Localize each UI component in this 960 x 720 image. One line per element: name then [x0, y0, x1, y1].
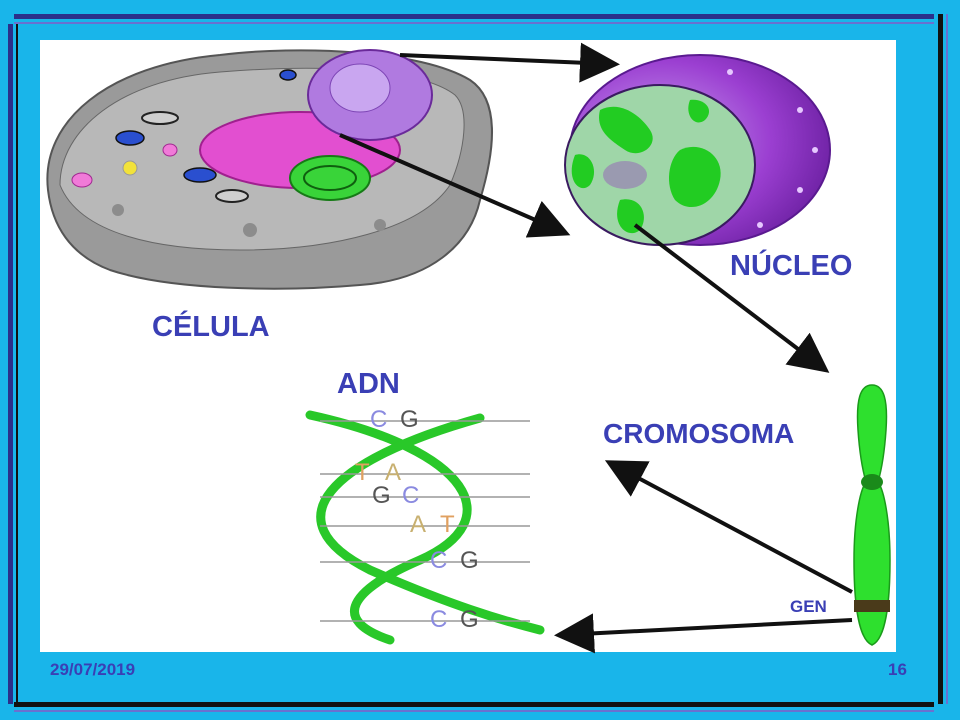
dna-base-left-6: C — [430, 606, 447, 633]
chromosome-body — [853, 384, 891, 646]
footer-page-number: 16 — [888, 660, 907, 679]
chromosome-illustration — [853, 384, 891, 646]
dna-base-left-2: T — [355, 459, 370, 486]
lysosome-1 — [71, 172, 93, 188]
mitochondrion-1 — [115, 130, 145, 146]
centriole — [122, 160, 138, 176]
dna-base-right-3: C — [402, 482, 419, 509]
arrow-cell-to-nucleus-top — [399, 42, 620, 83]
chromatin-3 — [571, 154, 595, 189]
frame-bottom-line-2 — [14, 710, 934, 712]
arrow-nucleus-to-chromosome — [633, 223, 830, 373]
nuclear-pore-2 — [812, 147, 818, 153]
dna-base-left-1: C — [370, 406, 387, 433]
label-chromosome: CROMOSOMA — [603, 418, 794, 449]
frame-right-line-2 — [946, 14, 948, 704]
dna-base-right-2: A — [385, 459, 401, 486]
arrow-chromosome-to-label — [604, 460, 853, 594]
dna-strand-1 — [305, 410, 472, 645]
footer-date: 29/07/2019 — [50, 660, 136, 679]
frame-bottom-line — [14, 702, 934, 707]
centromere — [861, 474, 883, 490]
dna-base-right-1: G — [400, 406, 419, 433]
nucleus-illustration — [564, 54, 831, 246]
frame-top-line-2 — [14, 22, 934, 24]
vesicle-3 — [374, 219, 386, 231]
dna-base-left-4: A — [410, 511, 426, 538]
dna-base-left-5: C — [430, 547, 447, 574]
nucleus-interior — [564, 84, 756, 246]
mitochondrion-3 — [279, 69, 297, 81]
nuclear-pore-1 — [797, 107, 803, 113]
nuclear-pore-5 — [727, 69, 733, 75]
frame-left-line — [8, 24, 13, 704]
label-nucleus: NÚCLEO — [730, 248, 852, 282]
arrow-cell-to-nucleus-middle — [339, 133, 571, 238]
dna-strand-2 — [316, 413, 545, 635]
chromatin-5 — [688, 99, 710, 123]
nucleolus-zoomed — [603, 161, 647, 189]
chromatin-1 — [599, 106, 653, 154]
frame-right-line — [938, 14, 943, 704]
vesicle-1 — [112, 204, 124, 216]
arrow-gene-to-dna — [554, 613, 853, 654]
dna-base-right-6: G — [460, 606, 479, 633]
chromatin-2 — [668, 146, 721, 208]
mitochondrion-2 — [183, 167, 217, 183]
nucleolus — [329, 63, 391, 113]
cell-illustration — [46, 49, 493, 290]
frame-top-line — [14, 14, 934, 19]
frame-left-line-2 — [16, 24, 18, 704]
golgi-apparatus — [289, 155, 371, 201]
label-gene: GEN — [790, 597, 827, 616]
vacuole-2 — [215, 189, 249, 203]
nuclear-pore-4 — [757, 222, 763, 228]
dna-base-left-3: G — [372, 482, 391, 509]
label-cell: CÉLULA — [152, 309, 270, 343]
vacuole-1 — [141, 111, 179, 125]
dna-base-right-5: G — [460, 547, 479, 574]
label-dna: ADN — [337, 368, 400, 400]
golgi-inner — [303, 165, 357, 191]
nuclear-pore-3 — [797, 187, 803, 193]
vesicle-2 — [243, 223, 257, 237]
lysosome-2 — [162, 143, 178, 157]
gene-band — [854, 600, 890, 612]
dna-base-right-4: T — [440, 511, 455, 538]
